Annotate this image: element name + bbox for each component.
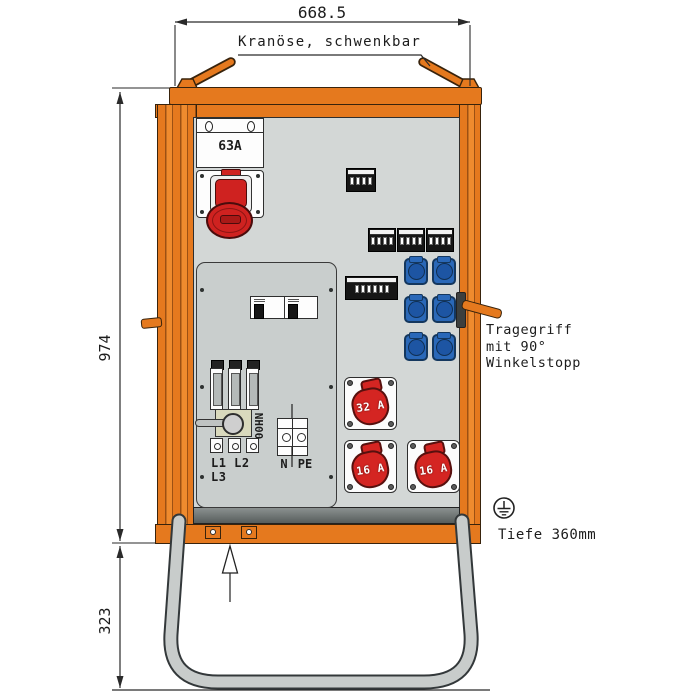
schuko-socket [404,258,428,285]
inlet-cap-handle [220,215,241,224]
decorative-detail [370,230,394,235]
inlet-rating-label: 63A [218,139,242,154]
rcd-block [250,296,318,319]
decorative-detail [418,237,422,245]
cable-entry-arrow-icon [221,543,239,602]
decorative-detail [288,299,299,303]
decorative-detail [447,237,451,245]
decorative-detail [378,285,383,293]
schuko-socket [404,296,428,323]
decorative-detail [451,484,457,490]
decorative-detail [388,443,394,449]
decorative-detail [297,433,306,442]
depth-note: Tiefe 360mm [498,527,597,543]
decorative-detail [410,484,416,490]
terminal-block-small [346,168,376,192]
phase-labels: L1 L2 L3 [211,456,250,484]
decorative-detail [200,475,204,479]
decorative-detail [388,421,394,427]
decorative-detail [451,443,457,449]
earth-label: PE [297,457,313,471]
decorative-detail [354,285,359,293]
decorative-detail [435,237,439,245]
decorative-detail [362,177,366,185]
protective-earth-icon [493,497,515,519]
decorative-detail [347,380,353,386]
schuko-socket [432,334,456,361]
decorative-detail [388,380,394,386]
decorative-detail [200,385,204,389]
stand-mount-right [241,526,257,539]
decorative-detail [389,237,393,245]
decorative-detail [282,433,291,442]
cee-socket-16a-left: 16 A [344,439,397,493]
decorative-detail [347,443,353,449]
decorative-detail [383,237,387,245]
mcb-group-3 [426,228,454,252]
decorative-detail [356,177,360,185]
decorative-detail [384,285,389,293]
decorative-detail [200,288,204,292]
decorative-detail [428,230,452,235]
decorative-detail [406,237,410,245]
decorative-detail [347,484,353,490]
cee-socket-16a-right: 16 A [407,439,460,493]
neutral-label: N [280,457,288,471]
decorative-detail [412,237,416,245]
decorative-detail [360,285,365,293]
dimension-stand-label: 323 [96,607,114,635]
decorative-detail [377,237,381,245]
decorative-detail [256,210,260,214]
decorative-detail [254,299,265,303]
decorative-detail [388,484,394,490]
crane-eye-left-icon [175,57,236,91]
decorative-detail [371,237,375,245]
decorative-detail [400,237,404,245]
mcb-group-1 [368,228,396,252]
cabinet-left-frame [157,104,197,544]
decorative-detail [214,443,221,450]
decorative-detail [348,170,374,175]
decorative-detail [200,174,204,178]
decorative-detail [329,288,333,292]
decorative-detail [256,174,260,178]
cee-socket-32a: 32 A [344,376,397,430]
mount-slot-icon [247,121,255,132]
stand-mount-left [205,526,221,539]
decorative-detail [200,210,204,214]
decorative-detail [350,177,354,185]
decorative-detail [347,278,396,283]
decorative-detail [246,529,252,535]
crane-eye-note: Kranöse, schwenkbar [238,34,421,50]
schuko-socket [432,296,456,323]
carry-handle-note: Tragegriff mit 90° Winkelstopp [486,322,581,371]
decorative-detail [429,237,433,245]
decorative-detail [232,443,239,450]
schuko-socket [404,334,428,361]
decorative-detail [210,529,216,535]
decorative-detail [329,385,333,389]
cabinet-bottom-band [155,524,481,544]
decorative-detail [347,421,353,427]
decorative-detail [368,177,372,185]
decorative-detail [250,443,257,450]
dimension-height-label: 974 [96,334,114,362]
decorative-detail [441,237,445,245]
schuko-socket [432,258,456,285]
mcb-strip-6 [345,276,398,300]
decorative-detail [410,443,416,449]
decorative-detail [329,475,333,479]
inlet-label-plate: 63A [196,118,264,168]
mcb-group-2 [397,228,425,252]
switch-rotary-knob-icon [222,413,244,435]
mount-slot-icon [205,121,213,132]
stand-tube-icon [163,513,479,690]
dimension-width-label: 668.5 [297,3,347,22]
decorative-detail [399,230,423,235]
decorative-detail [366,285,371,293]
decorative-detail [372,285,377,293]
cee-inlet-63a [196,169,264,239]
